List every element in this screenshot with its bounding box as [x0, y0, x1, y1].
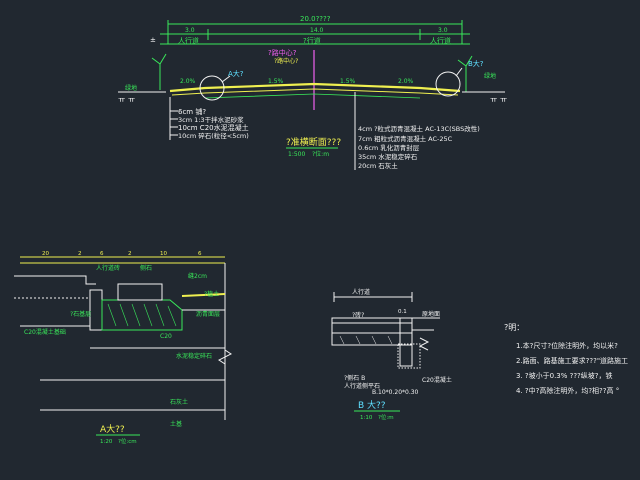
- right-layer-2: 7cm 粗粒式沥青混凝土 AC-25C: [358, 134, 453, 143]
- note-2: 2.路面、路基施工要求???"道路施工: [516, 356, 628, 365]
- note-1: 1.本?尺寸?位除注明外，均以米?: [516, 341, 618, 350]
- left-walk-label: 人行道: [178, 36, 199, 45]
- label-planting: ?植土: [204, 290, 219, 298]
- seg-right: 3.0: [438, 27, 448, 34]
- detail-a-dims: 20 2 6 2 10 6: [42, 251, 202, 257]
- right-layer-1: 4cm ?粒式沥青混凝土 AC-13C(SBS改性): [358, 124, 480, 133]
- notes-heading: ?明：: [504, 323, 524, 332]
- carriageway-label: ?行道: [303, 36, 321, 45]
- section-title: ?准横断面???: [286, 136, 341, 148]
- left-green: 绿地: [125, 84, 137, 92]
- label-base2: ?石基层: [70, 310, 91, 318]
- slope-right: 2.0%: [398, 78, 414, 85]
- seg-left: 3.0: [185, 27, 195, 34]
- label-cement-stab: 水泥稳定碎石: [176, 352, 212, 360]
- detail-b-curb-label: ?侧石 B: [344, 374, 365, 382]
- slope-left: 2.0%: [180, 78, 196, 85]
- label-walk-brick: 人行道砖: [96, 264, 120, 272]
- label-asphalt: 沥青面层: [196, 310, 220, 318]
- label-lime-soil: 石灰土: [170, 398, 188, 406]
- detail-a-title: A大??: [100, 423, 125, 435]
- svg-text:ㅠ ㅠ: ㅠ ㅠ: [118, 95, 135, 104]
- dim-a4: 2: [128, 251, 132, 257]
- detail-b-scale: 1:10: [360, 415, 373, 421]
- svg-text:±: ±: [150, 36, 156, 44]
- detail-b-walk: 人行道: [352, 288, 370, 296]
- label-base: C20混凝土基础: [24, 328, 66, 336]
- overall-width: 20.0????: [300, 15, 331, 23]
- detail-b-brick: ?砖?: [352, 311, 364, 319]
- centerline-label2: ?路中心?: [274, 57, 298, 65]
- detail-b-unit: ?位:m: [378, 413, 394, 421]
- dim-a2: 2: [78, 251, 82, 257]
- left-layer-1: 6cm 铺?: [178, 107, 206, 116]
- dim-a1: 20: [42, 251, 49, 257]
- detail-a-callout: A大?: [228, 69, 244, 78]
- note-4: 4. ?中?高除注明外，均?相??高 °: [516, 386, 619, 395]
- detail-a-unit: ?位:cm: [118, 437, 137, 445]
- right-green: 绿地: [484, 72, 496, 80]
- dim-a5: 10: [160, 251, 167, 257]
- right-layer-list: 4cm ?粒式沥青混凝土 AC-13C(SBS改性) 7cm 粗粒式沥青混凝土 …: [358, 124, 480, 170]
- left-layer-3: 10cm C20水泥混凝土: [178, 123, 249, 132]
- right-walk-label: 人行道: [430, 36, 451, 45]
- centerline-label: ?路中心?: [268, 48, 297, 57]
- detail-b-curb-label2: 人行道侧平石: [344, 382, 380, 390]
- cross-section: 20.0???? 3.0 14.0 3.0 人行道 ?行道 人行道 ± ?路中心…: [118, 15, 507, 170]
- detail-b: 人行道 0.1 原地面 ?砖? ?侧石 B 人行道侧平石 B.10*0.20*0…: [331, 288, 452, 421]
- detail-a: 20 2 6 2 10 6 人行: [14, 251, 232, 445]
- label-curb: 侧石: [140, 264, 152, 272]
- left-layer-4: 10cm 碎石(粒径<5cm): [178, 131, 249, 140]
- left-layer-2: 3cm 1:3干拌水泥砂浆: [178, 115, 244, 124]
- slope-center-left: 1.5%: [268, 78, 284, 85]
- detail-b-c20: C20混凝土: [422, 376, 452, 384]
- seg-center: 14.0: [310, 27, 324, 34]
- detail-b-curb-size: B.10*0.20*0.30: [372, 389, 419, 396]
- label-c20: C20: [160, 333, 172, 340]
- right-layer-5: 20cm 石灰土: [358, 161, 398, 170]
- label-joint: 缝2cm: [188, 272, 207, 280]
- detail-b-title: B 大??: [358, 399, 386, 411]
- slope-center-right: 1.5%: [340, 78, 356, 85]
- detail-a-scale: 1:20: [100, 439, 113, 445]
- section-scale: 1:500: [288, 151, 305, 158]
- right-layer-4: 35cm 水泥稳定碎石: [358, 152, 418, 161]
- dim-a6: 6: [198, 251, 202, 257]
- detail-b-callout: B大?: [468, 59, 484, 68]
- detail-b-dim: 0.1: [398, 309, 407, 315]
- notes: ?明： 1.本?尺寸?位除注明外，均以米? 2.路面、路基施工要求???"道路施…: [504, 323, 628, 395]
- section-unit: ?位:m: [312, 150, 329, 158]
- dim-a3: 6: [100, 251, 104, 257]
- right-layer-3: 0.6cm 乳化沥青封层: [358, 143, 420, 152]
- note-3: 3. ?坡小于0.3% ???纵坡?，铁: [516, 371, 613, 380]
- label-subgrade: 土基: [170, 420, 182, 428]
- detail-b-green: 原地面: [422, 310, 440, 318]
- svg-text:ㅠ ㅠ: ㅠ ㅠ: [490, 95, 507, 104]
- left-layer-list: 6cm 铺? 3cm 1:3干拌水泥砂浆 10cm C20水泥混凝土 10cm …: [170, 107, 249, 140]
